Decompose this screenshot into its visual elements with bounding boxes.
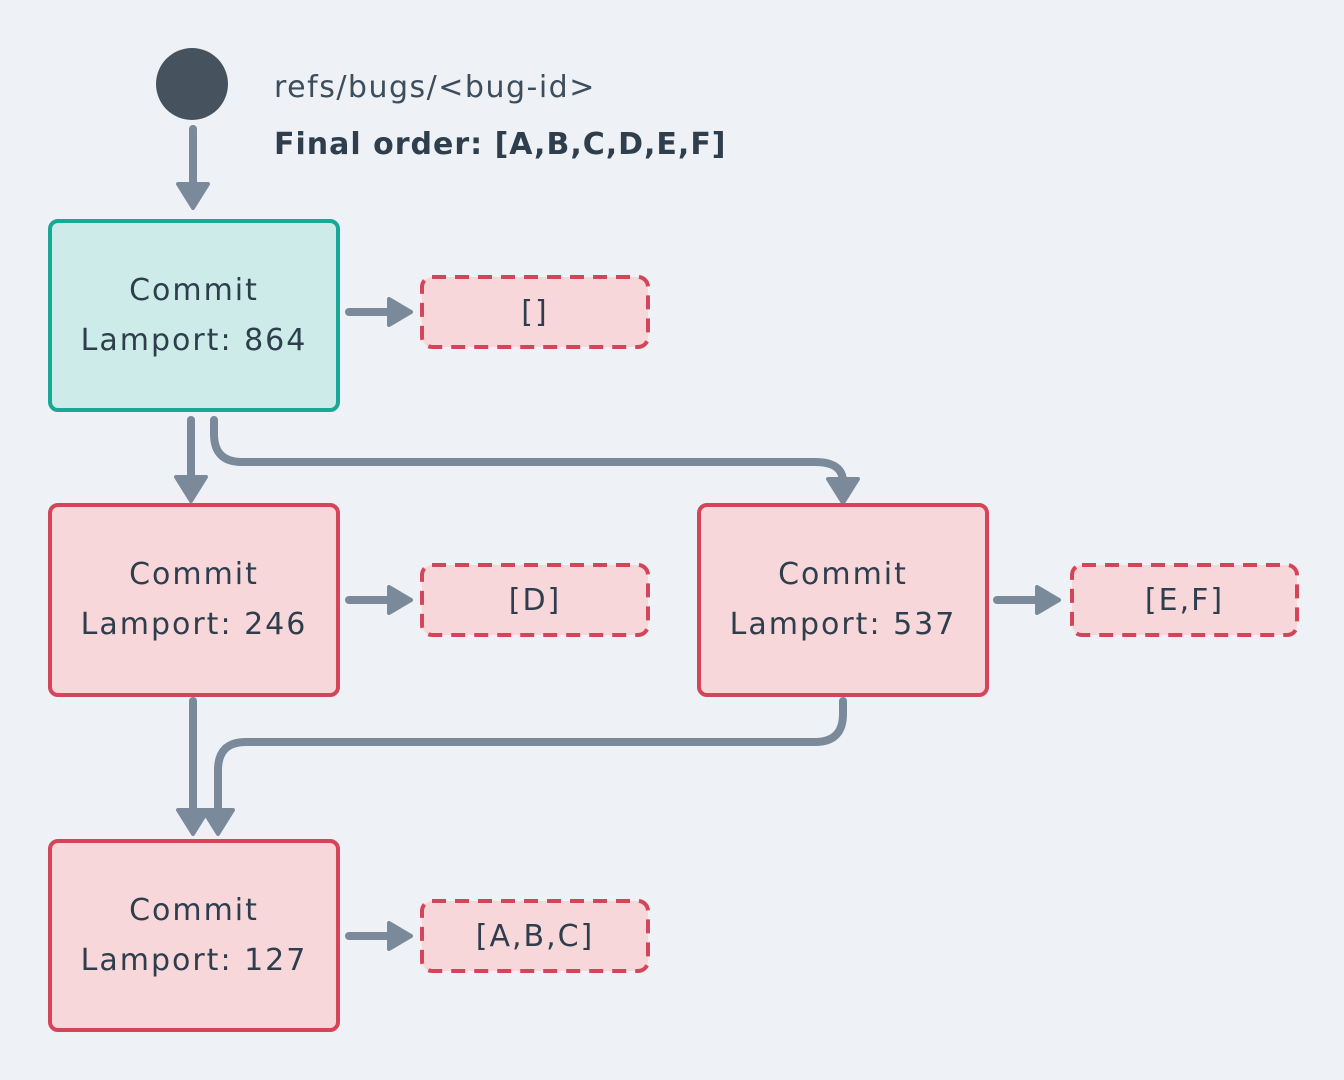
edge-shaft [210, 416, 847, 486]
arrowhead-down-icon [826, 477, 860, 505]
arrowhead-right-icon [387, 585, 413, 615]
commit-lamport: Lamport: 246 [80, 607, 308, 642]
bug-list-outline-127 [420, 899, 650, 973]
bug-list-537: [E,F] [1144, 582, 1225, 618]
bug-list-127: [A,B,C] [475, 918, 595, 954]
edge-246-to-d-list [345, 585, 413, 615]
commit-lamport: Lamport: 127 [80, 942, 308, 978]
arrowhead-down-icon [176, 808, 210, 836]
edge-shaft [214, 697, 847, 816]
edge-root-to-246 [174, 416, 208, 503]
edge-246-to-127 [176, 697, 210, 836]
arrowhead-right-icon [387, 297, 413, 327]
bug-list-246: [D] [508, 582, 562, 618]
final-order-label: Final order: [A,B,C,D,E,F] [274, 127, 727, 162]
arrowhead-down-icon [201, 808, 235, 836]
commit-title: Commit [129, 272, 259, 308]
bug-list-864: [] [521, 294, 549, 330]
edge-root-to-empty-list [345, 297, 413, 327]
arrowhead-right-icon [1035, 585, 1061, 615]
commit-lamport: Lamport: 864 [80, 322, 308, 358]
ref-head-circle [156, 48, 228, 120]
commit-node-864: Commit Lamport: 864 [48, 219, 340, 412]
arrowhead-down-icon [174, 475, 208, 503]
commit-lamport: Lamport: 537 [729, 607, 957, 642]
commit-node-246: Commit Lamport: 246 [48, 503, 340, 697]
bug-list-outline-root [420, 275, 650, 349]
bug-list-outline-246 [420, 563, 650, 637]
edge-root-to-537 [210, 416, 860, 505]
edge-ref-to-root [176, 125, 210, 210]
commit-title: Commit [778, 557, 908, 592]
commit-node-127: Commit Lamport: 127 [48, 839, 340, 1032]
edge-537-to-ef-list [993, 585, 1061, 615]
bug-list-outline-537 [1070, 563, 1299, 637]
commit-title: Commit [129, 557, 259, 592]
edge-537-to-127 [201, 697, 847, 836]
commit-node-537: Commit Lamport: 537 [697, 503, 989, 697]
commit-title: Commit [129, 892, 259, 928]
ref-label: refs/bugs/<bug-id> [274, 70, 596, 105]
edge-127-to-abc-list [345, 921, 413, 951]
arrowhead-down-icon [176, 182, 210, 210]
arrowhead-right-icon [387, 921, 413, 951]
